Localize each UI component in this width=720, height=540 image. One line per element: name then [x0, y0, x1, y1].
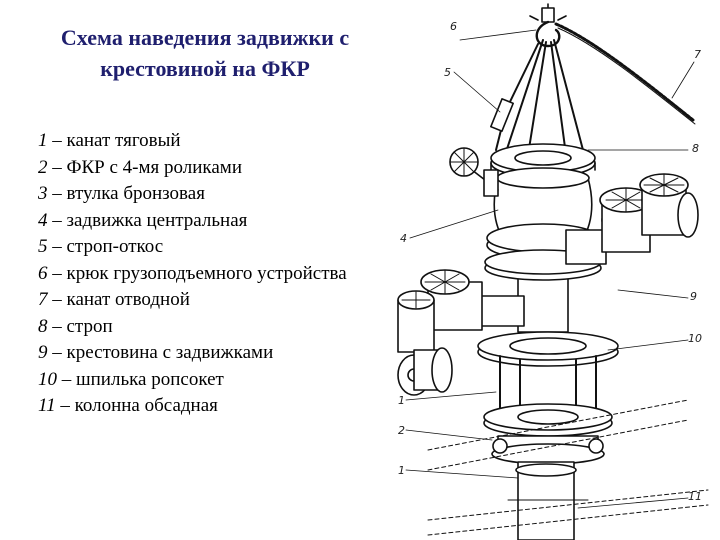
legend-item: 11 – колонна обсадная: [38, 395, 378, 417]
title-line-2: крестовиной на ФКР: [100, 56, 310, 81]
legend-separator: –: [47, 289, 67, 310]
legend-number: 11: [38, 395, 56, 416]
callout-1a: 1: [398, 394, 405, 407]
callout-4: 4: [400, 232, 407, 245]
legend-list: 1 – канат тяговый 2 – ФКР с 4-мя роликам…: [38, 130, 378, 422]
legend-item: 7 – канат отводной: [38, 289, 378, 311]
legend-separator: –: [47, 262, 67, 284]
crane-hook: [529, 3, 567, 48]
legend-separator: –: [55, 395, 75, 416]
legend-text: ФКР с 4-мя роликами: [66, 156, 243, 178]
legend-text: крюк грузоподъемного устройства: [66, 262, 347, 284]
legend-text: колонна обсадная: [74, 395, 218, 416]
callout-7: 7: [694, 48, 701, 61]
callout-11: 11: [688, 490, 702, 503]
slings: [490, 39, 584, 156]
legend-item: 6 – крюк грузоподъемного устройства: [38, 263, 378, 285]
legend-number: 9: [38, 342, 48, 363]
legend-separator: –: [47, 236, 67, 257]
callout-1b: 1: [398, 464, 405, 477]
title-line-1: Схема наведения задвижки с: [60, 25, 350, 50]
legend-number: 6: [38, 262, 48, 284]
legend-number: 5: [38, 236, 48, 257]
legend-item: 2 – ФКР с 4-мя роликами: [38, 157, 378, 179]
legend-item: 3 – втулка бронзовая: [38, 183, 378, 205]
legend-separator: –: [47, 209, 67, 231]
legend-item: 10 – шпилька ропсокет: [38, 369, 378, 391]
legend-number: 4: [38, 209, 48, 231]
legend-separator: –: [47, 130, 67, 151]
legend-text: канат отводной: [66, 289, 190, 310]
legend-text: шпилька ропсокет: [76, 368, 224, 390]
legend-item: 8 – строп: [38, 316, 378, 338]
legend-separator: –: [47, 315, 67, 337]
lower-cross-flange: [477, 331, 619, 416]
legend-text: строп: [66, 315, 113, 337]
callout-10: 10: [688, 332, 702, 345]
legend-item: 9 – крестовина с задвижками: [38, 342, 378, 364]
callout-labels: 6 5 7 8 4 9 10 1 2 1 11: [398, 20, 702, 503]
leader-lines: [405, 29, 695, 509]
legend-text: строп-откос: [66, 236, 164, 257]
wellhead-diagram: 6 5 7 8 4 9 10 1 2 1 11: [388, 0, 720, 540]
casing-column: [507, 461, 589, 540]
legend-number: 8: [38, 315, 48, 337]
callout-6: 6: [450, 20, 457, 33]
legend-separator: –: [47, 156, 67, 178]
callout-2: 2: [398, 424, 405, 437]
legend-number: 7: [38, 289, 48, 310]
legend-number: 3: [38, 183, 48, 204]
legend-separator: –: [57, 368, 76, 390]
legend-item: 1 – канат тяговый: [38, 130, 378, 152]
legend-number: 1: [38, 130, 48, 151]
legend-text: канат тяговый: [66, 130, 181, 151]
top-left-handwheel: [449, 147, 499, 197]
ground-lines: [427, 399, 709, 536]
legend-text: втулка бронзовая: [66, 183, 205, 204]
legend-text: задвижка центральная: [66, 209, 248, 231]
right-side-valve: [565, 173, 699, 265]
callout-9: 9: [690, 290, 697, 303]
legend-separator: –: [47, 183, 67, 204]
legend-number: 10: [38, 368, 57, 390]
legend-number: 2: [38, 156, 48, 178]
fkr-rollers: [483, 403, 613, 465]
legend-text: крестовина с задвижками: [66, 342, 274, 363]
legend-separator: –: [47, 342, 67, 363]
legend-item: 4 – задвижка центральная: [38, 210, 378, 232]
page-title: Схема наведения задвижки с крестовиной н…: [20, 22, 390, 84]
callout-8: 8: [692, 142, 699, 155]
callout-5: 5: [444, 66, 451, 79]
pull-rope: [554, 22, 696, 125]
left-side-valve: [397, 269, 525, 396]
legend-item: 5 – строп-откос: [38, 236, 378, 258]
